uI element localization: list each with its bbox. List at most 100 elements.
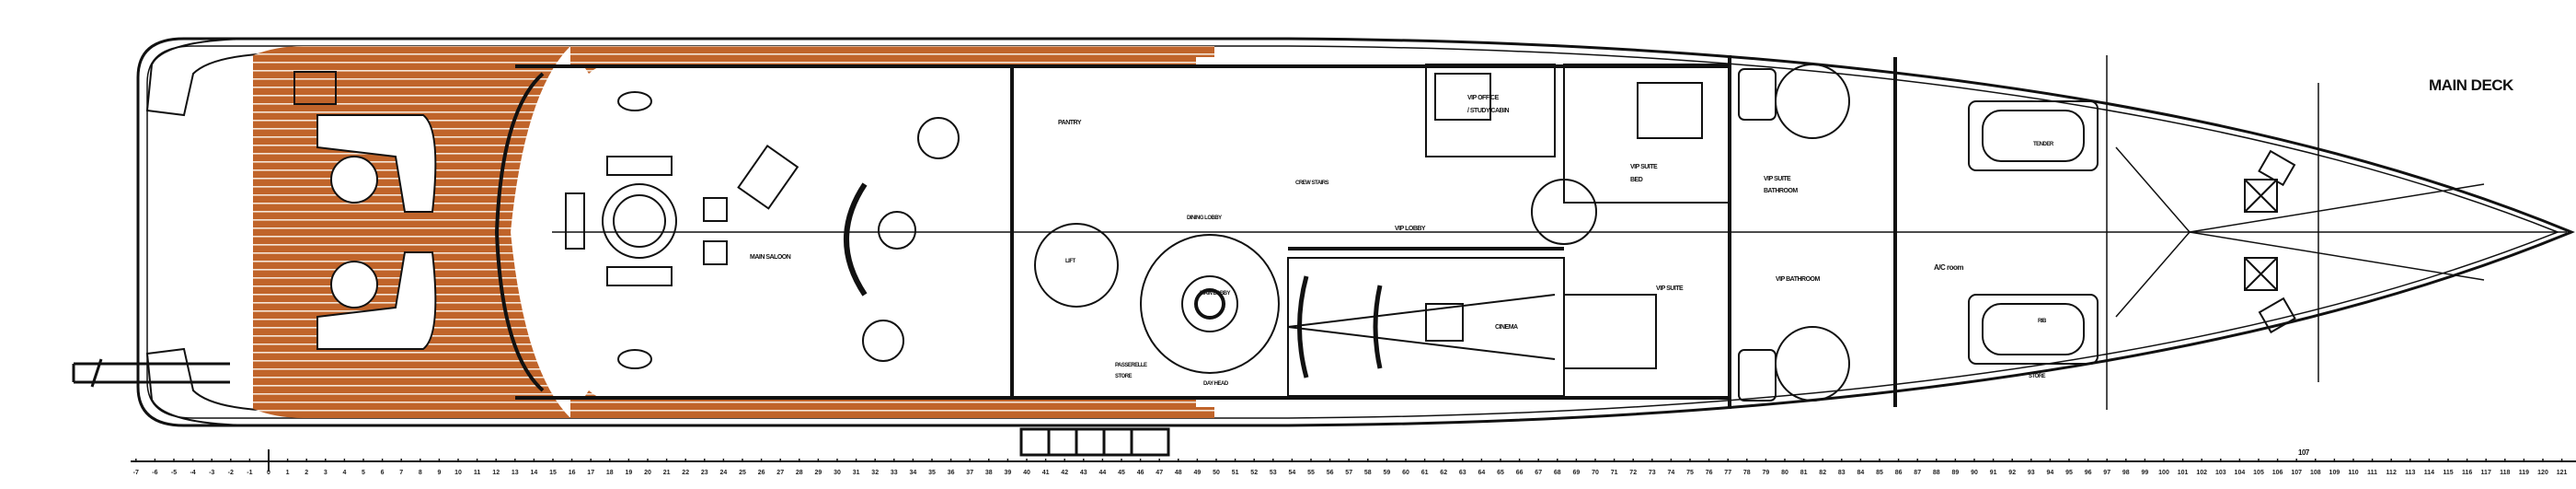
saloon-furniture: [565, 91, 960, 369]
ruler-tick-label: 83: [1838, 470, 1846, 476]
ruler-tick-label: 29: [815, 470, 822, 476]
ruler-tick-label: 107: [2291, 470, 2302, 476]
sofa-bottom: [606, 266, 673, 286]
ruler-tick-label: 68: [1554, 470, 1561, 476]
ruler-tick-label: 58: [1364, 470, 1372, 476]
sofa-left: [565, 192, 585, 250]
ruler-tick-label: 43: [1080, 470, 1087, 476]
ruler-tick-label: 47: [1156, 470, 1163, 476]
ruler-tick-label: -2: [228, 470, 234, 476]
curved-sofa: [844, 182, 868, 297]
ruler-tick-label: 91: [1990, 470, 1997, 476]
ruler-tick-label: 87: [1914, 470, 1921, 476]
ruler-tick-label: 23: [701, 470, 708, 476]
ruler-tick-label: 89: [1952, 470, 1960, 476]
ruler-tick-label: 24: [720, 470, 728, 476]
ruler-tick-label: -5: [171, 470, 177, 476]
ruler-tick-label: 33: [891, 470, 898, 476]
aft-deck-seating: [293, 71, 437, 350]
ruler-tick-label: 110: [2348, 470, 2358, 476]
ruler-tick-label: 53: [1270, 470, 1277, 476]
room-label-vip-suite-bath: VIP SUITE: [1764, 176, 1791, 182]
vip-bed: [1637, 82, 1703, 139]
ruler-tick-label: 1: [286, 470, 290, 476]
ruler-tick-label: 98: [2122, 470, 2130, 476]
ruler-tick-label: 76: [1706, 470, 1713, 476]
ruler-tick-label: 97: [2103, 470, 2110, 476]
ruler-tick-label: 0: [267, 470, 270, 476]
ruler-tick-label: 25: [739, 470, 746, 476]
ruler-tick-label: 61: [1421, 470, 1429, 476]
room-label-ac-room: A/C room: [1934, 263, 1963, 272]
coffee-table: [878, 211, 916, 250]
ruler-tick-label: 96: [2085, 470, 2092, 476]
room-label-main-lobby: MAIN LOBBY: [1200, 291, 1230, 297]
ruler-tick-label: 18: [606, 470, 614, 476]
ruler-tick-label: -3: [209, 470, 214, 476]
vip-suite: [1425, 64, 1731, 369]
ruler-tick-label: 71: [1611, 470, 1618, 476]
tender-cradles: [1968, 100, 2296, 365]
ruler-tick-label: 42: [1061, 470, 1068, 476]
centerline: [552, 55, 2567, 410]
sofa-top: [606, 156, 673, 176]
round-table-bottom: [862, 320, 904, 362]
ruler-tick-label: 85: [1876, 470, 1883, 476]
room-label-vip-office: VIP OFFICE: [1467, 95, 1500, 101]
room-label-lift: LIFT: [1065, 259, 1075, 264]
ruler-tick-label: 116: [2462, 470, 2472, 476]
room-label-pantry: PANTRY: [1058, 120, 1082, 126]
ruler-tick-label: 59: [1384, 470, 1391, 476]
armchair: [703, 197, 728, 222]
ruler-tick-label: 49: [1194, 470, 1202, 476]
ruler-tick-label: 101: [2178, 470, 2189, 476]
room-label-vip-suite-bed-sub: BED: [1630, 177, 1643, 183]
stern-platform: [145, 37, 277, 427]
ruler-tick-label: 39: [1005, 470, 1012, 476]
ruler-tick-label: 62: [1440, 470, 1447, 476]
room-label-cinema: CINEMA: [1495, 324, 1518, 331]
round-table-top: [917, 117, 960, 159]
ruler-tick-label: 117: [2481, 470, 2491, 476]
ruler-tick-label: 52: [1250, 470, 1258, 476]
ruler-tick-label: 108: [2310, 470, 2321, 476]
winch-bottom: [2258, 297, 2296, 334]
ruler-tick-label: 5: [362, 470, 365, 476]
room-label-vip-suite-bed: VIP SUITE: [1630, 164, 1658, 170]
ruler-tick-label: 17: [587, 470, 594, 476]
ruler-tick-label: -6: [152, 470, 157, 476]
ruler-tick-label: 38: [985, 470, 993, 476]
ruler-tick-label: 106: [2272, 470, 2283, 476]
ruler-tick-label: 9: [437, 470, 441, 476]
ruler-tick-label: -4: [190, 470, 195, 476]
round-table: [602, 183, 677, 259]
ruler-tick-label: 102: [2196, 470, 2207, 476]
ruler-tick-label: 65: [1497, 470, 1504, 476]
ruler-tick-label: 56: [1327, 470, 1334, 476]
ruler-tick-label: 70: [1592, 470, 1599, 476]
ruler-tick-label: 60: [1402, 470, 1409, 476]
cinema-room: [1287, 257, 1565, 397]
ruler-tick-label: 90: [1971, 470, 1978, 476]
ruler-tick-label: 20: [644, 470, 651, 476]
ruler-tick-label: 15: [549, 470, 557, 476]
ruler-tick-label: 111: [2367, 470, 2377, 476]
winch-top: [2258, 149, 2296, 187]
ruler-tick-label: 80: [1781, 470, 1788, 476]
ruler-tick-label: 37: [966, 470, 973, 476]
ruler-tick-label: 11: [474, 470, 481, 476]
ruler-tick-label: 2: [305, 470, 308, 476]
ruler-tick-label: 92: [2008, 470, 2016, 476]
room-label-rib: RIB: [2038, 319, 2047, 324]
ruler-tick-label: 54: [1289, 470, 1296, 476]
room-label-crew-stairs: CREW STAIRS: [1295, 180, 1329, 186]
hatch-bottom: [2244, 257, 2278, 291]
room-label-vip-suite-bath-sub: BATHROOM: [1764, 188, 1798, 194]
armchair: [703, 240, 728, 265]
ruler-tick-label: 21: [663, 470, 671, 476]
ruler-tick-label: 28: [796, 470, 803, 476]
ruler-tick-label: 4: [342, 470, 346, 476]
ruler-tick-label: 86: [1895, 470, 1903, 476]
ruler-tick-label: 100: [2158, 470, 2169, 476]
